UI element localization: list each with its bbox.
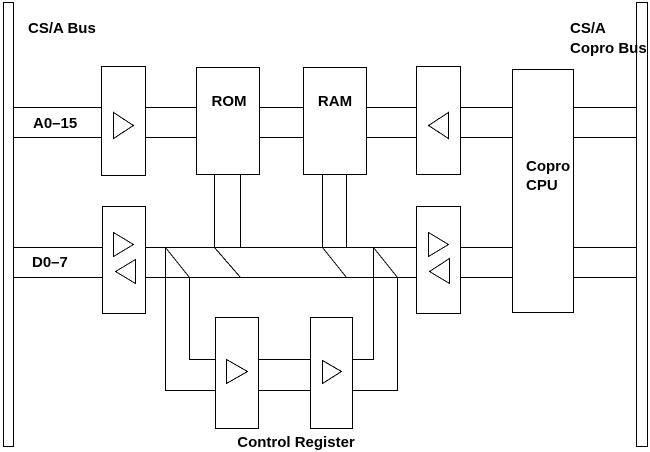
bus-tap-diagonal-control-left xyxy=(165,247,190,278)
control-register-label: Control Register xyxy=(237,434,355,451)
left-bus-label: CS/A Bus xyxy=(28,20,96,37)
rom-label: ROM xyxy=(212,93,247,110)
copro-cpu-box xyxy=(512,69,574,313)
data-buffer-right-out-arrow-icon xyxy=(428,231,450,258)
control-register-wires xyxy=(165,247,398,391)
bus-tap-diagonal-rom xyxy=(214,247,241,278)
data-buffer-left-in-arrow-icon xyxy=(114,258,136,285)
address-bus-label: A0–15 xyxy=(33,115,77,132)
rom-data-pins xyxy=(214,174,241,248)
copro-cpu-label-line2: CPU xyxy=(526,177,558,194)
ram-label: RAM xyxy=(318,93,352,110)
bus-tap-diagonal-control-right xyxy=(373,247,398,278)
data-bus-label: D0–7 xyxy=(32,254,68,271)
right-bus-label-line1: CS/A xyxy=(570,20,606,37)
address-buffer-left-arrow-icon xyxy=(427,111,449,140)
left-bus-bar xyxy=(3,2,14,447)
copro-cpu-label-line1: Copro xyxy=(526,158,570,175)
address-buffer-right-arrow-icon xyxy=(113,111,135,140)
ram-box xyxy=(303,67,367,175)
data-buffer-right-in-arrow-icon xyxy=(428,257,450,285)
data-buffer-right-box xyxy=(416,206,461,314)
right-bus-label-line2: Copro Bus xyxy=(570,40,647,57)
control-register-left-buffer-icon xyxy=(226,358,249,385)
control-register-right-buffer-icon xyxy=(322,359,343,385)
ram-data-pins xyxy=(322,174,347,248)
right-bus-bar xyxy=(636,2,648,447)
data-buffer-left-box xyxy=(102,206,146,314)
data-buffer-left-out-arrow-icon xyxy=(113,231,135,258)
bus-tap-diagonal-ram xyxy=(322,247,347,278)
rom-box xyxy=(196,67,260,175)
